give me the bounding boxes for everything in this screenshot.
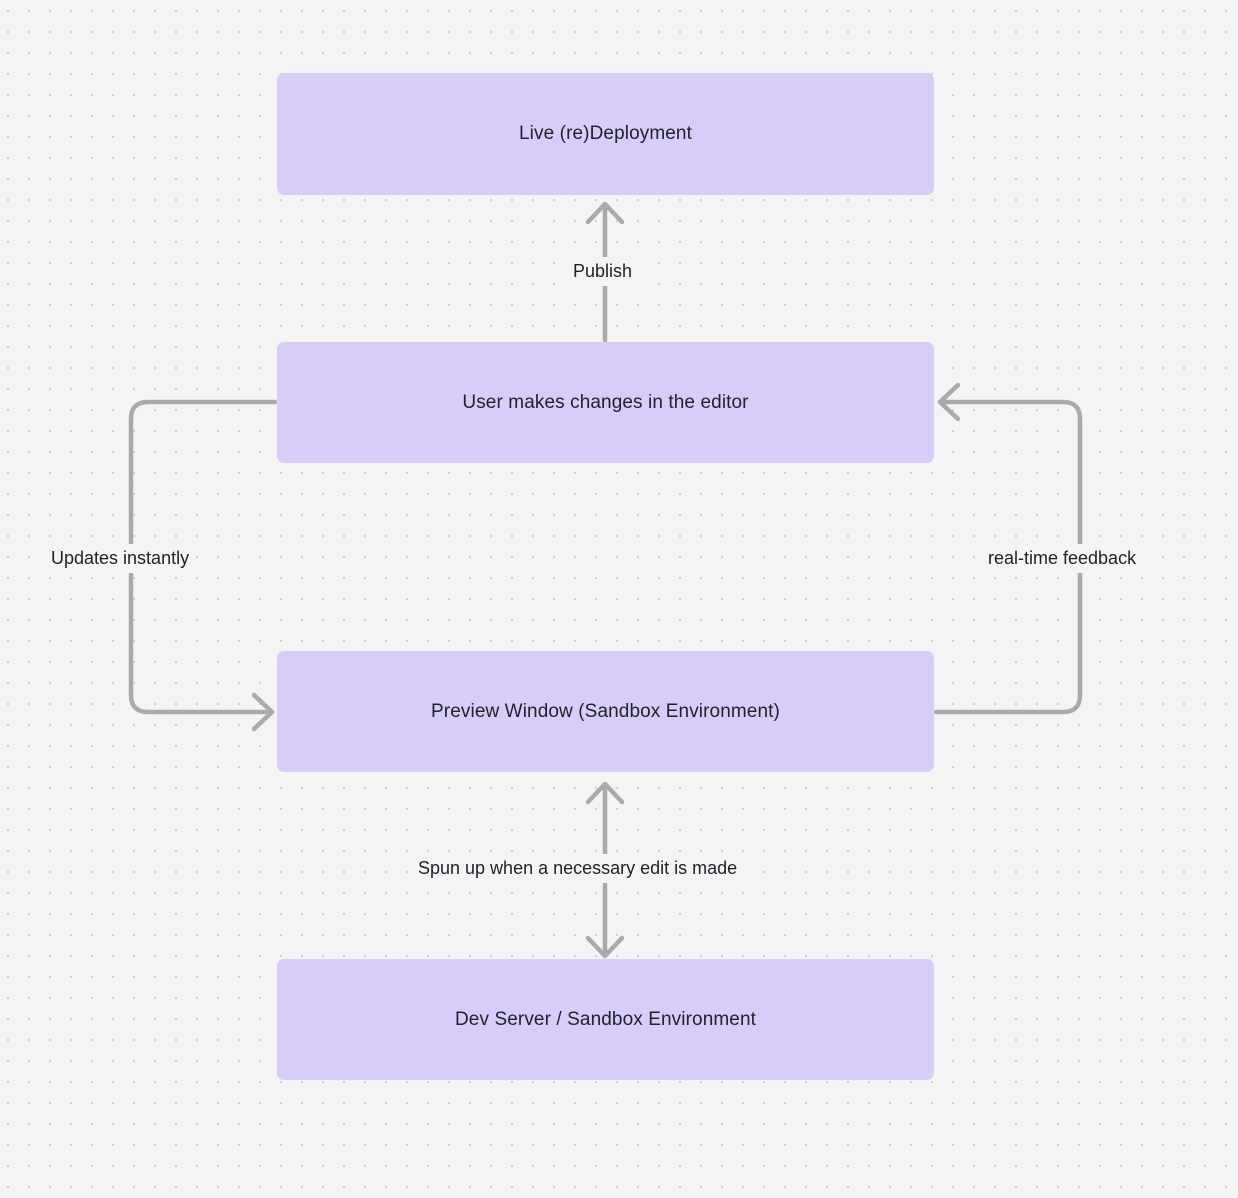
edge-label-updates-instantly: Updates instantly	[44, 544, 197, 573]
node-label: Preview Window (Sandbox Environment)	[431, 700, 780, 722]
node-label: Live (re)Deployment	[519, 123, 692, 144]
node-dev-server[interactable]: Dev Server / Sandbox Environment	[277, 959, 934, 1080]
edge-label-spun-up: Spun up when a necessary edit is made	[411, 854, 745, 883]
node-live-redeployment[interactable]: Live (re)Deployment	[277, 73, 934, 195]
node-user-makes-changes[interactable]: User makes changes in the editor	[277, 342, 934, 463]
node-label: User makes changes in the editor	[462, 391, 749, 413]
edge-label-real-time-feedback: real-time feedback	[981, 544, 1144, 573]
node-label: Dev Server / Sandbox Environment	[454, 1008, 756, 1030]
edge-label-publish: Publish	[566, 257, 640, 286]
node-preview-window[interactable]: Preview Window (Sandbox Environment)	[277, 651, 934, 772]
